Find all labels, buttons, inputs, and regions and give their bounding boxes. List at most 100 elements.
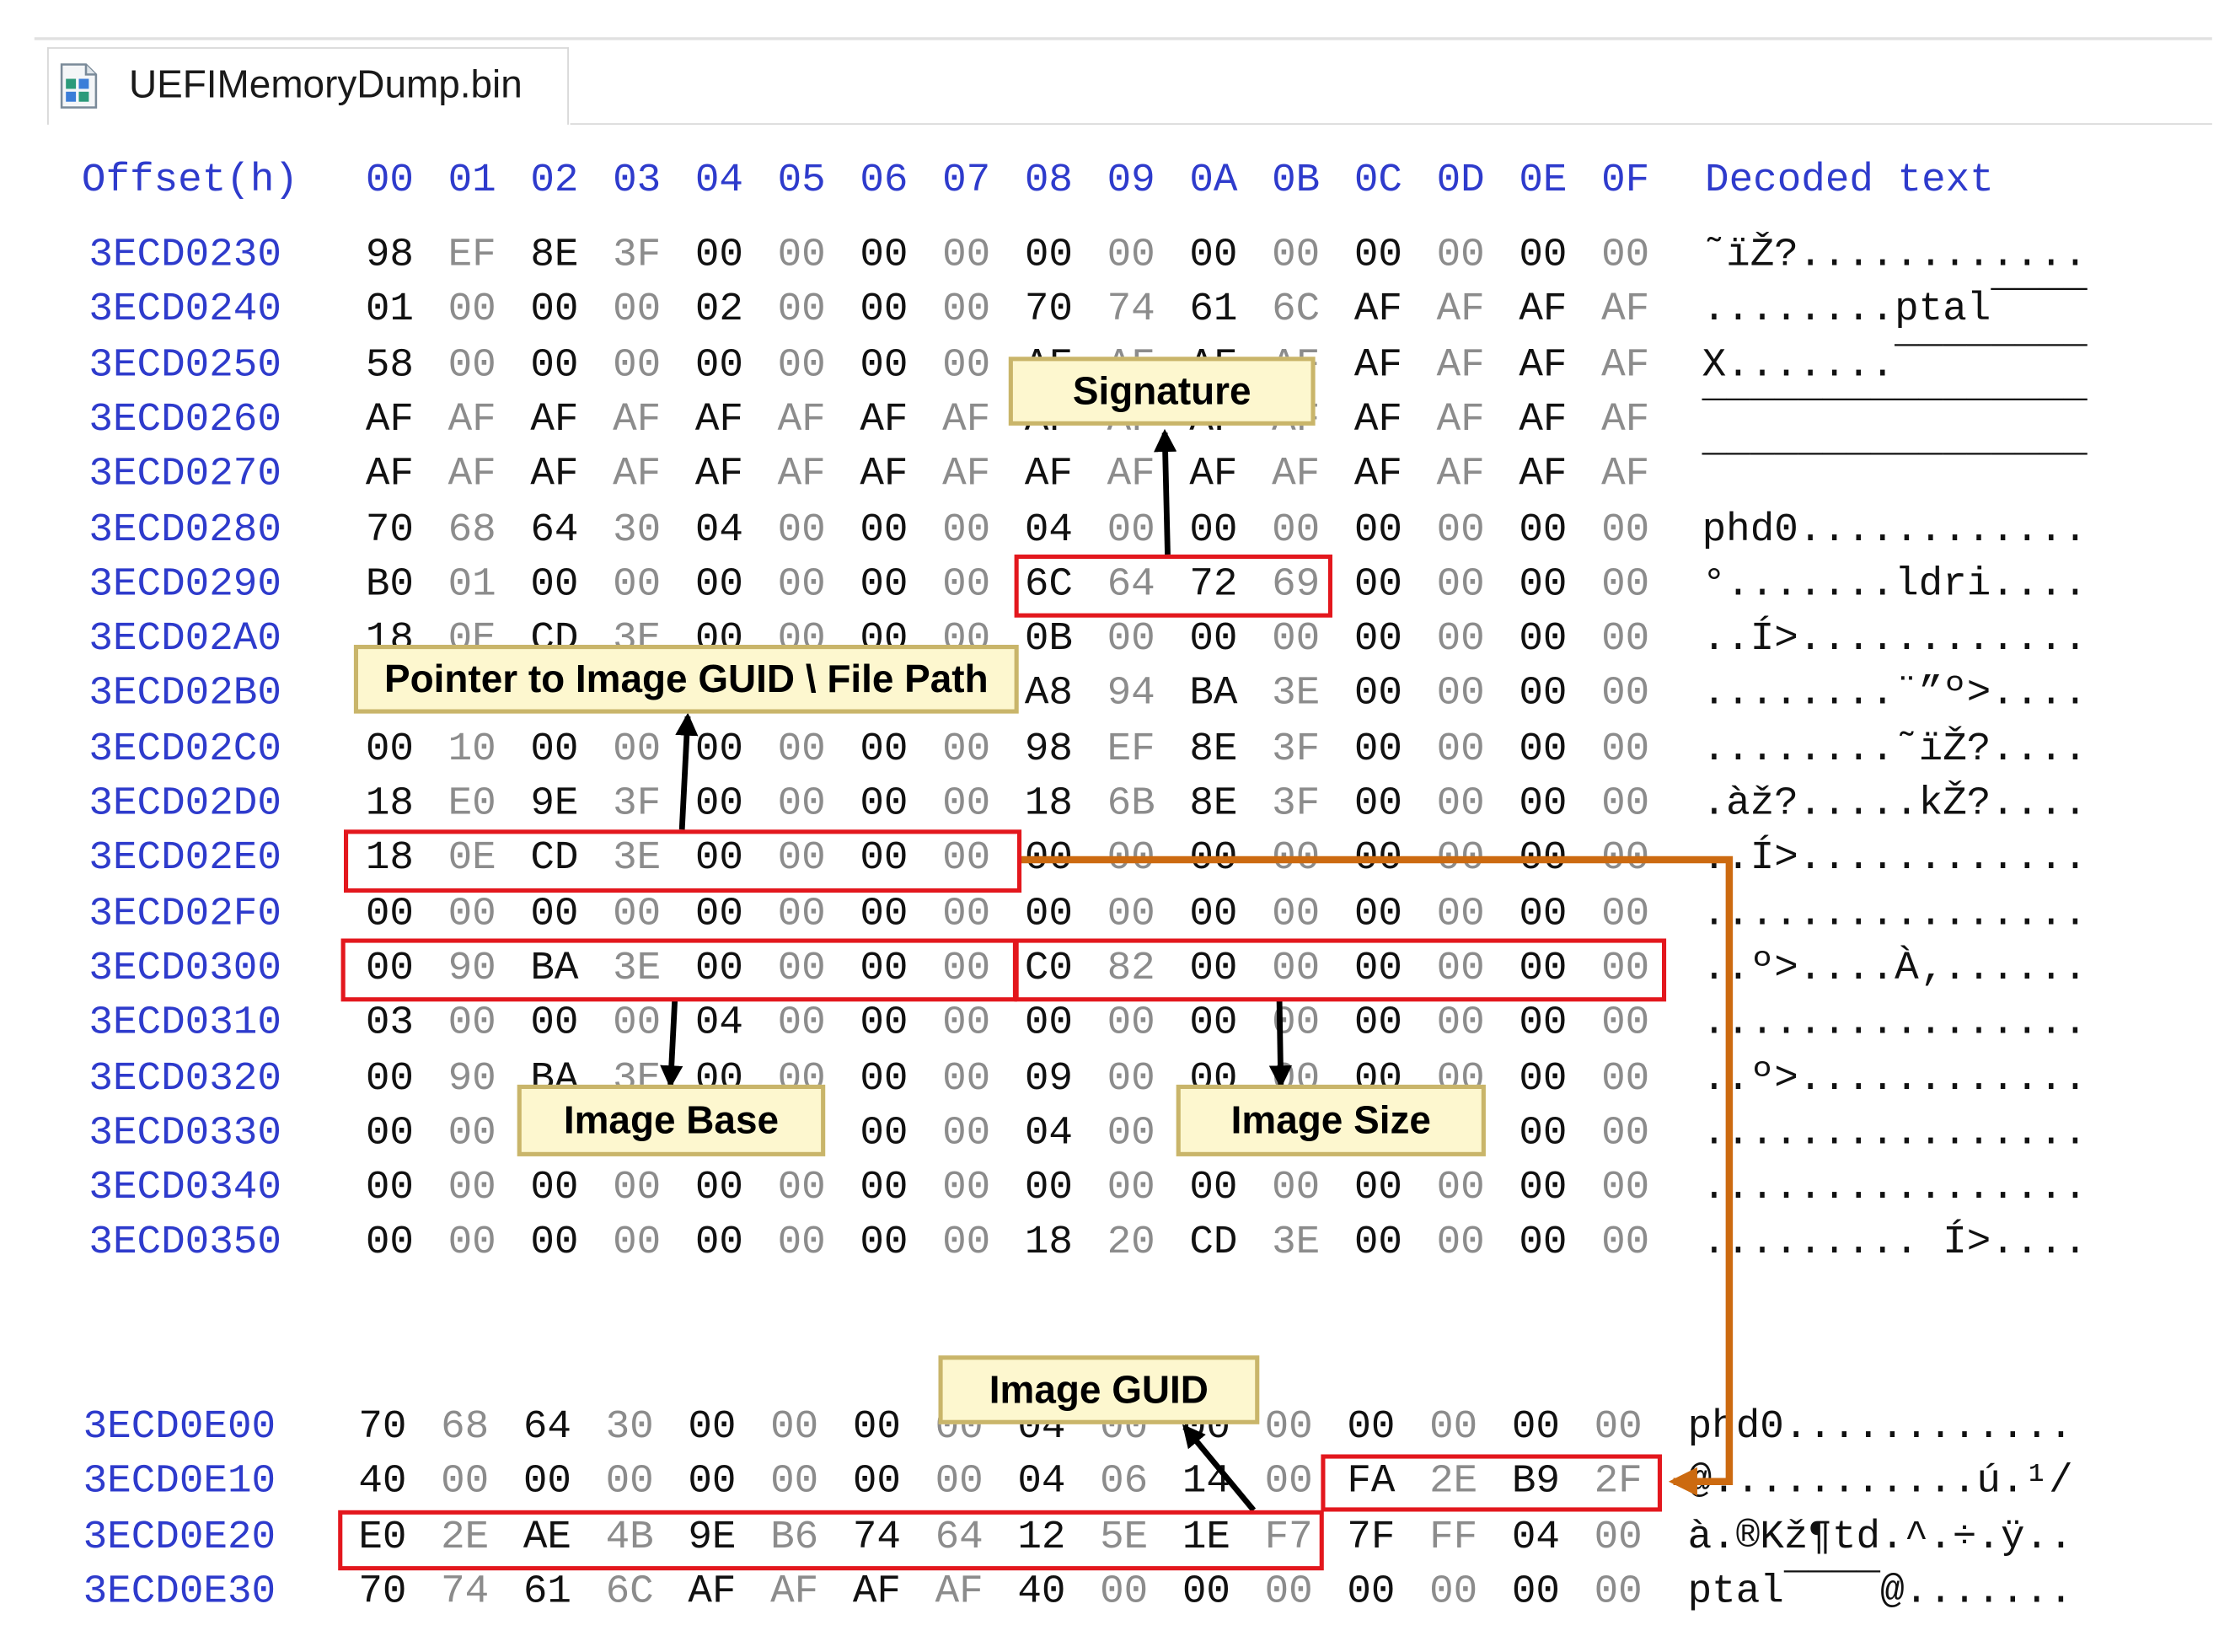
- hex-byte[interactable]: 98: [1024, 727, 1073, 772]
- hex-byte[interactable]: 00: [448, 1221, 496, 1266]
- hex-byte[interactable]: 00: [613, 562, 662, 608]
- hex-byte[interactable]: 03: [365, 1001, 414, 1047]
- hex-byte[interactable]: 00: [694, 947, 743, 992]
- hex-byte[interactable]: AF: [1601, 343, 1650, 389]
- hex-byte[interactable]: 00: [1601, 892, 1650, 937]
- hex-byte[interactable]: 00: [530, 1166, 579, 1211]
- hex-byte[interactable]: AF: [694, 453, 743, 498]
- hex-byte[interactable]: 00: [1511, 1570, 1560, 1615]
- hex-byte[interactable]: 3F: [1272, 727, 1321, 772]
- hex-byte[interactable]: 00: [1429, 1405, 1478, 1451]
- hex-byte[interactable]: 00: [365, 1056, 414, 1102]
- hex-byte[interactable]: 00: [1264, 1570, 1313, 1615]
- hex-byte[interactable]: 00: [1189, 892, 1238, 937]
- hex-byte[interactable]: 04: [1024, 1111, 1073, 1156]
- hex-byte[interactable]: 00: [530, 562, 579, 608]
- hex-byte[interactable]: AF: [365, 453, 414, 498]
- hex-byte[interactable]: 00: [1601, 233, 1650, 278]
- hex-byte[interactable]: 00: [942, 288, 991, 333]
- hex-byte[interactable]: 1E: [1182, 1515, 1230, 1560]
- hex-byte[interactable]: 00: [1429, 1570, 1478, 1615]
- hex-byte[interactable]: 9E: [530, 782, 579, 827]
- hex-byte[interactable]: 00: [1601, 617, 1650, 662]
- hex-byte[interactable]: E0: [448, 782, 496, 827]
- hex-byte[interactable]: 94: [1107, 672, 1155, 717]
- hex-byte[interactable]: 00: [1601, 1111, 1650, 1156]
- hex-byte[interactable]: 00: [1264, 1460, 1313, 1505]
- hex-byte[interactable]: 00: [860, 837, 908, 882]
- hex-byte[interactable]: 7F: [1347, 1515, 1396, 1560]
- hex-byte[interactable]: 00: [1601, 562, 1650, 608]
- hex-byte[interactable]: 00: [942, 343, 991, 389]
- hex-byte[interactable]: EF: [448, 233, 496, 278]
- hex-byte[interactable]: 6C: [1272, 288, 1321, 333]
- hex-byte[interactable]: AF: [1519, 343, 1568, 389]
- hex-byte[interactable]: AF: [613, 398, 662, 443]
- hex-byte[interactable]: 6C: [1024, 562, 1073, 608]
- hex-byte[interactable]: AF: [1353, 288, 1402, 333]
- hex-byte[interactable]: 68: [448, 507, 496, 553]
- hex-byte[interactable]: 00: [1436, 1221, 1485, 1266]
- hex-byte[interactable]: 00: [1353, 672, 1402, 717]
- hex-byte[interactable]: 18: [1024, 782, 1073, 827]
- hex-byte[interactable]: 00: [777, 892, 826, 937]
- hex-byte[interactable]: 64: [935, 1515, 984, 1560]
- hex-byte[interactable]: 0B: [1024, 617, 1073, 662]
- hex-byte[interactable]: 70: [358, 1570, 407, 1615]
- hex-byte[interactable]: 00: [530, 1001, 579, 1047]
- decoded-text[interactable]: ptal¯¯¯¯@.......: [1687, 1570, 2073, 1615]
- hex-byte[interactable]: 00: [1024, 892, 1073, 937]
- hex-byte[interactable]: 8E: [1189, 782, 1238, 827]
- hex-byte[interactable]: 3F: [613, 782, 662, 827]
- hex-byte[interactable]: 00: [448, 1166, 496, 1211]
- hex-byte[interactable]: AF: [770, 1570, 819, 1615]
- hex-byte[interactable]: 00: [1353, 1001, 1402, 1047]
- hex-byte[interactable]: E0: [358, 1515, 407, 1560]
- hex-byte[interactable]: AF: [448, 453, 496, 498]
- hex-byte[interactable]: 00: [448, 1001, 496, 1047]
- hex-byte[interactable]: 00: [613, 288, 662, 333]
- hex-byte[interactable]: AF: [1601, 398, 1650, 443]
- hex-byte[interactable]: 00: [613, 1221, 662, 1266]
- decoded-text[interactable]: ..º>............: [1702, 1056, 2088, 1102]
- hex-byte[interactable]: 00: [852, 1460, 901, 1505]
- hex-byte[interactable]: 00: [1264, 1405, 1313, 1451]
- hex-byte[interactable]: 98: [365, 233, 414, 278]
- hex-byte[interactable]: 00: [365, 947, 414, 992]
- hex-byte[interactable]: 74: [852, 1515, 901, 1560]
- hex-byte[interactable]: 00: [777, 562, 826, 608]
- hex-byte[interactable]: 00: [1436, 562, 1485, 608]
- hex-byte[interactable]: 00: [1107, 1166, 1155, 1211]
- hex-byte[interactable]: 0E: [448, 837, 496, 882]
- hex-byte[interactable]: 3E: [613, 837, 662, 882]
- decoded-text[interactable]: ................: [1702, 1001, 2088, 1047]
- decoded-text[interactable]: ........˜ïŽ?....: [1702, 727, 2088, 772]
- hex-byte[interactable]: 00: [1519, 1166, 1568, 1211]
- hex-byte[interactable]: 00: [1353, 562, 1402, 608]
- hex-byte[interactable]: CD: [530, 837, 579, 882]
- hex-byte[interactable]: 70: [365, 507, 414, 553]
- hex-byte[interactable]: 00: [365, 1221, 414, 1266]
- decoded-text[interactable]: à.®Kž¶td.^.÷.ÿ..: [1687, 1515, 2073, 1560]
- hex-byte[interactable]: AF: [1601, 453, 1650, 498]
- hex-byte[interactable]: 00: [860, 288, 908, 333]
- hex-byte[interactable]: 00: [694, 562, 743, 608]
- hex-byte[interactable]: 00: [1272, 947, 1321, 992]
- hex-byte[interactable]: 00: [1436, 672, 1485, 717]
- hex-byte[interactable]: 00: [1353, 1221, 1402, 1266]
- hex-byte[interactable]: 00: [1272, 507, 1321, 553]
- hex-byte[interactable]: 00: [365, 892, 414, 937]
- hex-byte[interactable]: 00: [1436, 1166, 1485, 1211]
- hex-byte[interactable]: 00: [694, 1221, 743, 1266]
- hex-byte[interactable]: FF: [1429, 1515, 1478, 1560]
- hex-byte[interactable]: 02: [694, 288, 743, 333]
- hex-byte[interactable]: 00: [942, 1221, 991, 1266]
- hex-byte[interactable]: 00: [530, 727, 579, 772]
- hex-byte[interactable]: 00: [1519, 507, 1568, 553]
- hex-byte[interactable]: 3F: [613, 233, 662, 278]
- hex-byte[interactable]: 00: [1601, 727, 1650, 772]
- hex-byte[interactable]: 00: [1601, 507, 1650, 553]
- hex-byte[interactable]: 00: [942, 1111, 991, 1156]
- hex-byte[interactable]: 00: [942, 892, 991, 937]
- hex-byte[interactable]: 00: [365, 1166, 414, 1211]
